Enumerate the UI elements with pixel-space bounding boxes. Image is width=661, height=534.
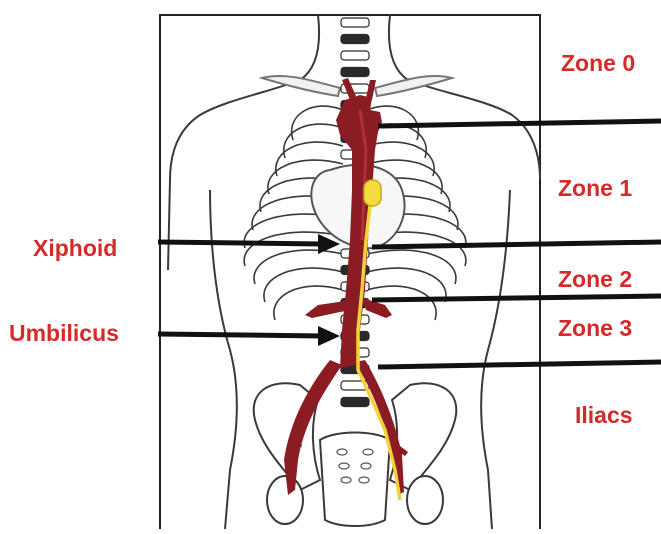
- rib-l-9: [254, 250, 343, 284]
- vertebra-1: [341, 18, 369, 27]
- rib-l-10: [264, 268, 343, 302]
- vertebra-3: [341, 51, 369, 60]
- arrow-umbilicus: [158, 334, 322, 336]
- rib-r-9: [367, 250, 456, 284]
- arrow-zone1-boundary: [372, 242, 661, 247]
- iliacs-label: Iliacs: [575, 404, 633, 427]
- arrow-zone3-boundary: [378, 362, 661, 367]
- rib-l-2: [284, 124, 343, 158]
- arrowhead-umbilicus: [318, 326, 340, 346]
- zone-3-label: Zone 3: [558, 317, 632, 340]
- vertebra-24: [341, 398, 369, 407]
- vertebra-4: [341, 68, 369, 77]
- xiphoid-label: Xiphoid: [33, 237, 117, 260]
- zone-1-label: Zone 1: [558, 177, 632, 200]
- rib-l-1: [292, 106, 343, 140]
- arrow-zone0-boundary: [378, 121, 661, 126]
- arrow-xiphoid: [158, 242, 322, 244]
- arrow-zone2-boundary: [372, 296, 661, 300]
- vertebra-2: [341, 35, 369, 44]
- balloon-icon: [364, 180, 381, 206]
- umbilicus-label: Umbilicus: [9, 322, 119, 345]
- zone-2-label: Zone 2: [558, 268, 632, 291]
- zone-0-label: Zone 0: [561, 52, 635, 75]
